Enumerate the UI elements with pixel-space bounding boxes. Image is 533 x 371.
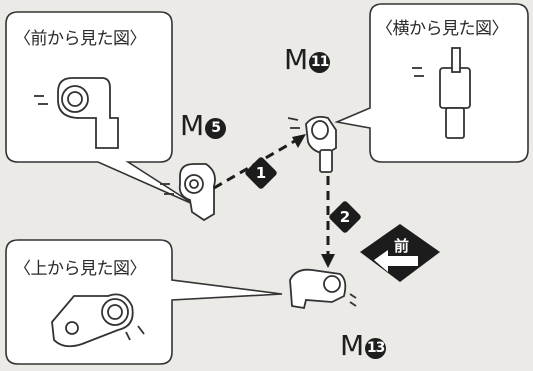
part-m5-drawing	[160, 163, 216, 222]
front-view-part-drawing	[34, 77, 119, 149]
part-m5-number-badge: 5	[205, 118, 227, 139]
step-2-number: 2	[339, 208, 351, 226]
part-m5-prefix: M	[180, 109, 205, 142]
side-view-part-drawing	[412, 47, 471, 139]
front-view-label: 〈前から見た図〉	[14, 29, 147, 49]
top-view-part-drawing	[51, 293, 145, 348]
part-m11-number-badge: 11	[309, 52, 331, 73]
top-view-label: 〈上から見た図〉	[14, 259, 147, 279]
part-m13-prefix: M	[340, 329, 365, 362]
part-m11-drawing	[287, 115, 337, 173]
step-1-marker: 1	[244, 156, 278, 190]
step-1-number: 1	[255, 164, 267, 182]
part-m13-drawing	[289, 268, 357, 310]
assembly-arrow-2	[321, 176, 335, 268]
front-direction-label: 前	[394, 237, 410, 255]
side-view-bubble	[334, 3, 529, 163]
side-view-label: 〈横から見た図〉	[376, 19, 509, 39]
part-m13-number-badge: 13	[365, 338, 387, 359]
front-direction-badge	[360, 224, 440, 282]
part-m11-prefix: M	[284, 43, 309, 76]
step-2-marker: 2	[328, 200, 362, 234]
